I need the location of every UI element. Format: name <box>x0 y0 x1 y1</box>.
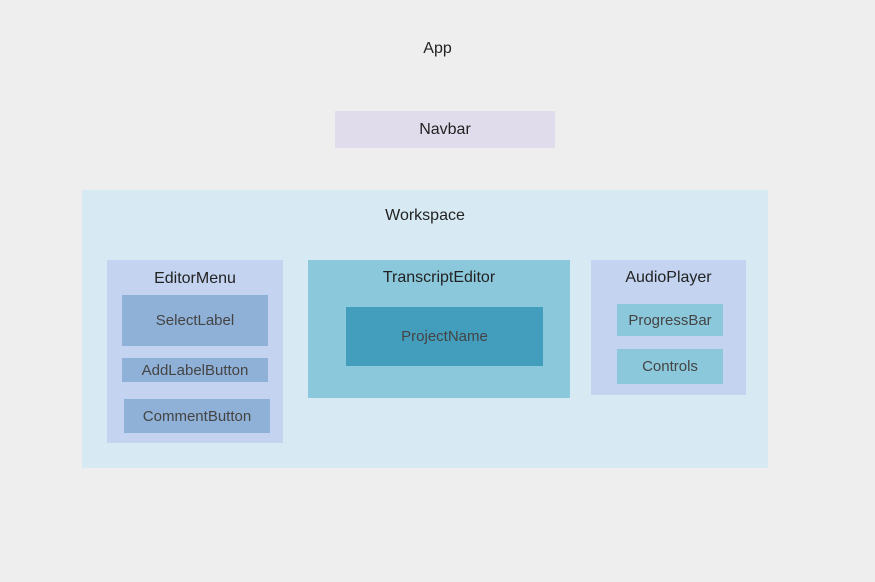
add-label-button-node: AddLabelButton <box>122 358 268 382</box>
app-label: App <box>423 40 452 57</box>
transcript-editor-label: TranscriptEditor <box>382 269 496 286</box>
editor-menu-label: EditorMenu <box>154 270 236 287</box>
progress-bar-node: ProgressBar <box>617 304 723 336</box>
select-label-node: SelectLabel <box>122 295 268 346</box>
controls-node: Controls <box>617 349 723 384</box>
workspace-label: Workspace <box>385 207 465 224</box>
navbar-label: Navbar <box>419 120 471 138</box>
project-name-node: ProjectName <box>346 307 543 366</box>
audio-player-label: AudioPlayer <box>625 269 712 286</box>
navbar-node: Navbar <box>335 111 555 148</box>
comment-button-node: CommentButton <box>124 399 270 433</box>
